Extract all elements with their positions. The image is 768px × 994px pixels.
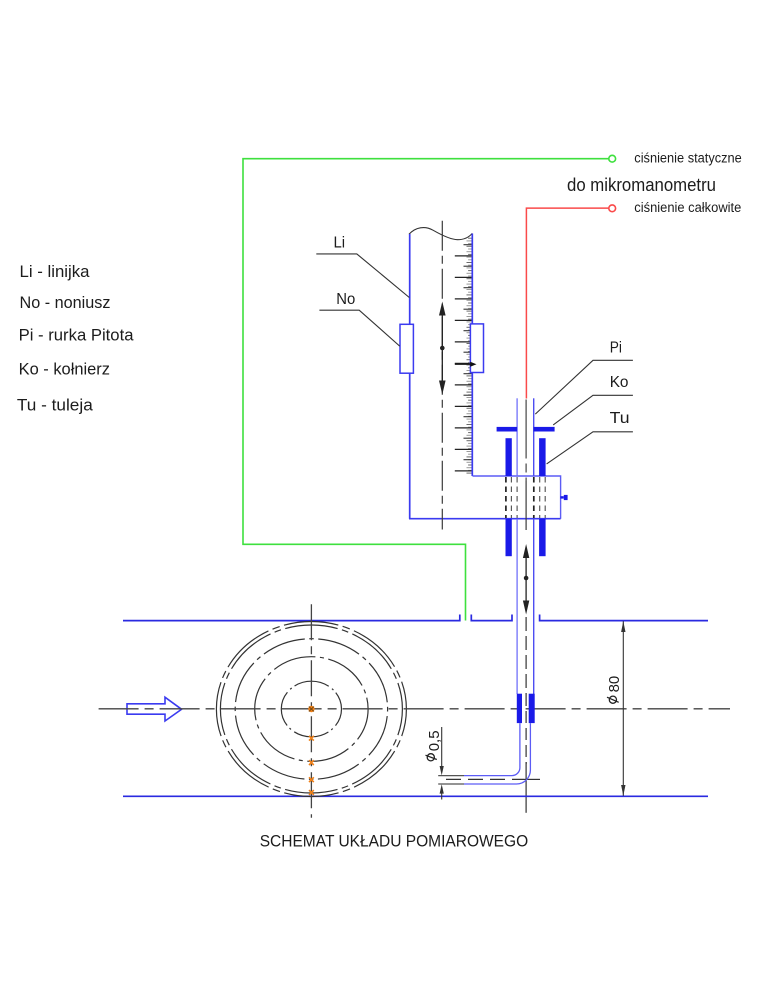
svg-text:SCHEMAT UKŁADU POMIAROWEGO: SCHEMAT UKŁADU POMIAROWEGO xyxy=(260,831,529,850)
svg-text:Tu - tuleja: Tu - tuleja xyxy=(17,396,93,415)
svg-text:Pi - rurka Pitota: Pi - rurka Pitota xyxy=(19,325,134,344)
svg-text:Ko: Ko xyxy=(610,374,629,391)
svg-text:do mikromanometru: do mikromanometru xyxy=(567,174,716,195)
svg-text:Li: Li xyxy=(334,235,346,252)
svg-text:0,5: 0,5 xyxy=(426,730,443,751)
svg-text:ciśnienie całkowite: ciśnienie całkowite xyxy=(634,200,741,215)
svg-text:Pi: Pi xyxy=(610,340,622,357)
svg-text:Ko - kołnierz: Ko - kołnierz xyxy=(19,360,110,379)
svg-text:80: 80 xyxy=(606,676,623,693)
svg-text:Li - linijka: Li - linijka xyxy=(20,262,91,281)
svg-text:No - noniusz: No - noniusz xyxy=(20,293,111,312)
svg-text:No: No xyxy=(336,291,355,308)
svg-text:ciśnienie statyczne: ciśnienie statyczne xyxy=(634,151,742,166)
svg-text:Tu: Tu xyxy=(610,410,630,427)
